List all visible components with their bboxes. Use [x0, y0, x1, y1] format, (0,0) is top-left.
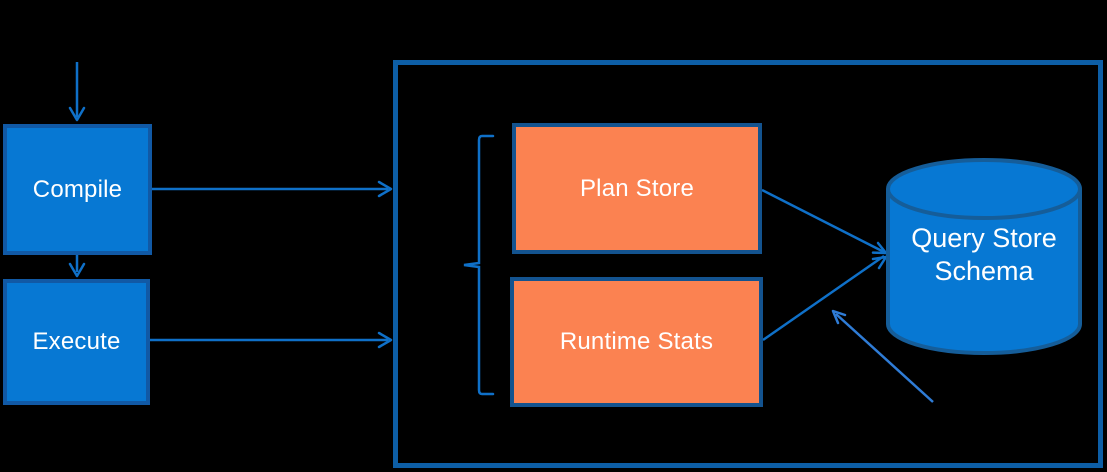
execute-node: Execute: [3, 279, 150, 405]
arrow-compile-to-execute-icon: [68, 255, 86, 278]
arrow-execute-to-container-icon: [150, 331, 393, 349]
runtime-stats-label: Runtime Stats: [559, 328, 714, 355]
arrow-compile-to-container-icon: [152, 180, 393, 198]
query-store-schema-line2: Schema: [934, 256, 1034, 286]
compile-node: Compile: [3, 124, 152, 255]
query-store-container-outline: [393, 60, 1103, 468]
arrow-into-compile-icon: [68, 62, 86, 122]
query-store-schema-label: Query Store Schema: [888, 222, 1080, 288]
plan-store-node: Plan Store: [512, 123, 762, 254]
execute-label: Execute: [32, 328, 121, 355]
runtime-stats-node: Runtime Stats: [510, 277, 763, 407]
query-store-schema-line1: Query Store: [911, 223, 1057, 253]
compile-label: Compile: [32, 175, 123, 203]
plan-store-label: Plan Store: [579, 174, 695, 202]
